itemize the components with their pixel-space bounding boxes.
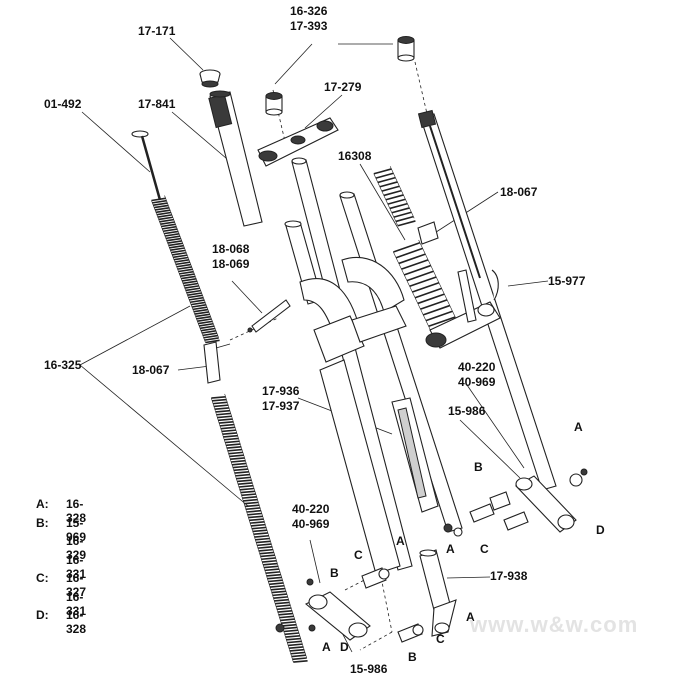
legend-value: 16-328	[66, 497, 87, 525]
part-shock-spring	[393, 239, 459, 333]
part-small-spring	[373, 166, 416, 227]
legend-value: 16-331	[66, 589, 87, 618]
legend-value: 16-331	[66, 552, 87, 581]
part-bolts-bottom	[308, 567, 424, 643]
callout-16308: 16308	[338, 149, 372, 163]
ref-letter-b: B	[474, 460, 483, 474]
ref-letter-a: A	[322, 640, 331, 654]
callout-15-986-bottom: 15-986	[350, 662, 388, 676]
ref-letter-d: D	[340, 640, 349, 654]
ref-letter-c: C	[480, 542, 489, 556]
legend-key: A:	[36, 497, 49, 511]
part-lower-rocker-left	[275, 578, 371, 641]
leader-lines	[79, 37, 549, 653]
callout-18-068: 18-068 18-069	[212, 242, 250, 271]
ref-letter-c: C	[354, 548, 363, 562]
part-upper-spring	[151, 195, 220, 344]
part-top-clamp	[257, 117, 339, 167]
part-lower-rocker-right	[515, 468, 588, 533]
part-top-bushing-right	[397, 36, 415, 62]
callout-17-841: 17-841	[138, 97, 176, 111]
callout-15-986-right: 15-986	[448, 404, 486, 418]
callout-16-326: 16-326 17-393	[290, 4, 328, 33]
part-center-fork-leg	[339, 191, 463, 533]
part-bolts-right	[443, 491, 529, 537]
part-top-bushing-left	[265, 92, 283, 116]
part-slider-plate	[391, 397, 439, 513]
part-cap-nut	[199, 69, 221, 88]
ref-letter-b: B	[408, 650, 417, 664]
callout-17-938: 17-938	[490, 569, 528, 583]
callout-15-977: 15-977	[548, 274, 586, 288]
ref-letter-a: A	[574, 420, 583, 434]
watermark: www.w&w.com	[470, 612, 639, 637]
callout-18-067-left: 18-067	[132, 363, 170, 377]
part-lower-spring	[211, 393, 308, 663]
legend-value: 16-329	[66, 534, 87, 562]
part-left-fork-leg	[284, 157, 413, 575]
ref-letter-d: D	[596, 523, 605, 537]
callout-40-220-left: 40-220 40-969	[292, 502, 330, 531]
callout-01-492: 01-492	[44, 97, 82, 111]
callout-18-067-top: 18-067	[500, 185, 538, 199]
part-axle-pin	[247, 299, 291, 333]
callout-40-220-right: 40-220 40-969	[458, 360, 496, 389]
legend-key: D:	[36, 608, 49, 622]
legend-key: B:	[36, 515, 49, 530]
legend-value: 15-969	[66, 515, 87, 544]
part-pin-left	[203, 341, 231, 384]
part-rocker	[425, 269, 501, 349]
legend-key: C:	[36, 571, 49, 585]
ref-letter-b: B	[330, 566, 339, 580]
ref-letter-a: A	[466, 610, 475, 624]
part-lower-leg	[419, 549, 457, 637]
callout-17-279: 17-279	[324, 80, 362, 94]
part-stem-tube	[208, 90, 263, 227]
part-long-bolt	[131, 130, 162, 201]
legend-value: 16-328	[66, 608, 87, 636]
callout-17-171: 17-171	[138, 24, 176, 38]
legend-value: 16-327	[66, 571, 87, 599]
ref-letter-c: C	[436, 632, 445, 646]
callout-16-325: 16-325	[44, 358, 82, 372]
callout-17-936: 17-936 17-937	[262, 384, 300, 413]
ref-letter-a: A	[446, 542, 455, 556]
ref-letter-a: A	[396, 534, 405, 548]
part-right-fork-leg	[417, 109, 557, 491]
